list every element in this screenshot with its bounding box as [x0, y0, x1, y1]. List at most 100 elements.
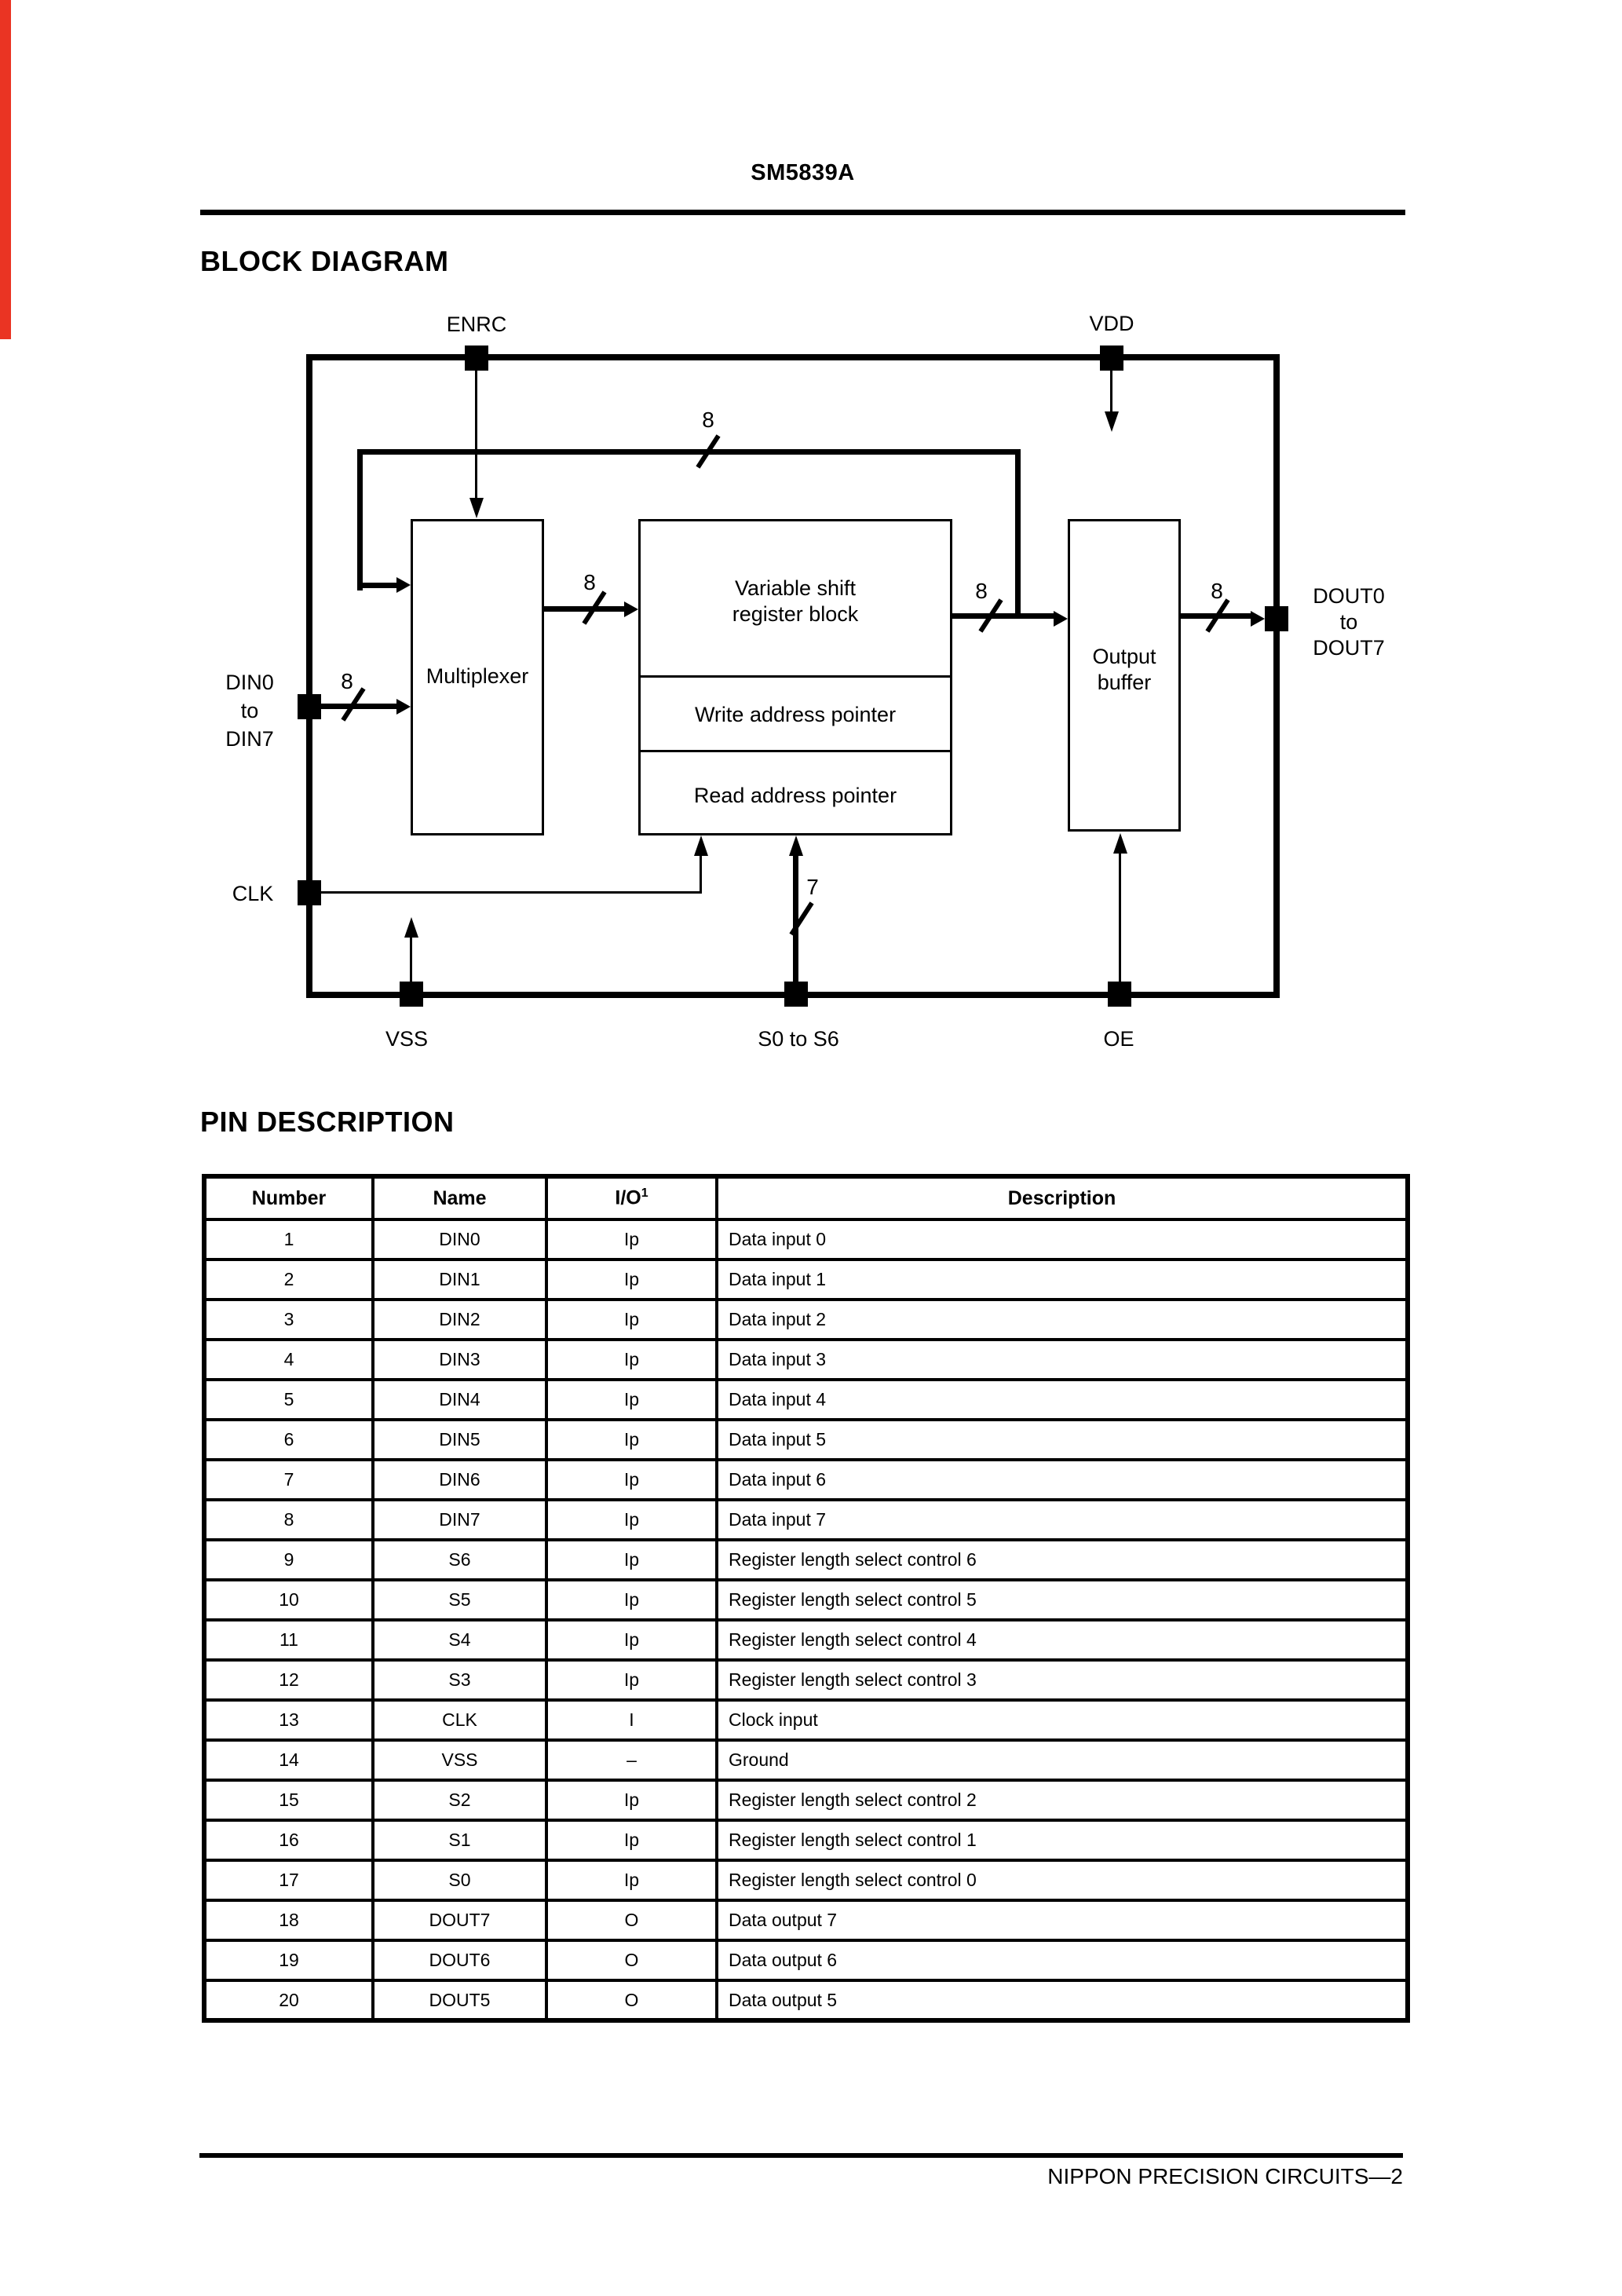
output-buffer-label: Output buffer — [1068, 644, 1181, 696]
cell-io: Ip — [545, 1338, 718, 1381]
din-label-line3: DIN7 — [225, 727, 274, 751]
cell-io: Ip — [545, 1298, 718, 1341]
cell-number: 4 — [203, 1338, 374, 1381]
clk-wire-h — [311, 891, 701, 894]
pin-table-header-row: Number Name I/O1 Description — [203, 1175, 1409, 1221]
io-footnote-ref: 1 — [641, 1186, 648, 1201]
dout-pad — [1265, 606, 1288, 631]
cell-name: DIN6 — [371, 1458, 548, 1501]
enrc-wire — [475, 369, 477, 499]
cell-io: Ip — [545, 1618, 718, 1662]
block-diagram-heading: BLOCK DIAGRAM — [200, 245, 449, 277]
vdd-label: VDD — [1089, 312, 1134, 335]
write-pointer-label: Write address pointer — [694, 703, 897, 726]
vdd-arrowhead — [1105, 411, 1119, 432]
cell-number: 3 — [203, 1298, 374, 1341]
cell-io: Ip — [545, 1458, 718, 1501]
clk-arrowhead — [694, 835, 708, 856]
cell-name: DIN5 — [371, 1418, 548, 1461]
din-label: DIN0 to DIN7 — [196, 668, 303, 753]
dout-label-line2: to — [1339, 610, 1358, 634]
select-bus — [793, 854, 798, 983]
vss-wire — [410, 936, 412, 983]
feedback-bus-into-mux — [357, 583, 398, 588]
cell-io: Ip — [545, 1258, 718, 1301]
cell-description: Data input 5 — [715, 1418, 1409, 1461]
cell-io: Ip — [545, 1218, 718, 1261]
cell-io: Ip — [545, 1819, 718, 1862]
cell-name: DOUT6 — [371, 1939, 548, 1982]
cell-number: 6 — [203, 1418, 374, 1461]
cell-description: Register length select control 4 — [715, 1618, 1409, 1662]
cell-io: I — [545, 1698, 718, 1742]
oe-wire — [1119, 852, 1121, 983]
multiplexer-box — [411, 519, 544, 835]
cell-description: Data input 0 — [715, 1218, 1409, 1261]
cell-number: 12 — [203, 1658, 374, 1702]
select-label: S0 to S6 — [758, 1027, 839, 1051]
dout-label-line3: DOUT7 — [1313, 636, 1385, 660]
vsr-divider-1 — [641, 675, 950, 678]
col-header-name: Name — [371, 1175, 548, 1221]
enrc-arrowhead — [469, 498, 484, 518]
mux-vsr-arrowhead — [624, 601, 638, 617]
cell-name: S0 — [371, 1859, 548, 1902]
feedback-bus-width: 8 — [702, 408, 714, 432]
cell-description: Register length select control 0 — [715, 1859, 1409, 1902]
cell-name: S2 — [371, 1779, 548, 1822]
cell-io: Ip — [545, 1498, 718, 1541]
cell-number: 1 — [203, 1218, 374, 1261]
output-buffer-label-line1: Output — [1092, 645, 1156, 668]
cell-name: DIN2 — [371, 1298, 548, 1341]
cell-io: Ip — [545, 1378, 718, 1421]
cell-name: S6 — [371, 1538, 548, 1581]
vdd-pad — [1100, 345, 1123, 371]
enrc-label: ENRC — [446, 313, 507, 336]
output-buffer-box — [1068, 519, 1181, 832]
cell-name: CLK — [371, 1698, 548, 1742]
cell-name: S5 — [371, 1578, 548, 1621]
cell-number: 7 — [203, 1458, 374, 1501]
cell-description: Register length select control 2 — [715, 1779, 1409, 1822]
feedback-bus-left — [357, 449, 363, 590]
vsr-label-line2: register block — [732, 602, 859, 626]
mux-vsr-bus-width: 8 — [583, 570, 596, 594]
cell-number: 10 — [203, 1578, 374, 1621]
multiplexer-label: Multiplexer — [426, 664, 529, 688]
din-bus-width: 8 — [341, 669, 353, 693]
cell-description: Register length select control 6 — [715, 1538, 1409, 1581]
vsr-buffer-arrowhead — [1054, 611, 1068, 627]
vsr-divider-2 — [641, 750, 950, 752]
cell-number: 13 — [203, 1698, 374, 1742]
cell-number: 11 — [203, 1618, 374, 1662]
cell-name: DIN1 — [371, 1258, 548, 1301]
cell-number: 8 — [203, 1498, 374, 1541]
cell-io: Ip — [545, 1538, 718, 1581]
dout-arrowhead — [1251, 611, 1265, 627]
cell-description: Data output 5 — [715, 1979, 1409, 2022]
page-title: SM5839A — [751, 160, 855, 185]
mux-vsr-bus — [544, 606, 624, 612]
cell-io: O — [545, 1979, 718, 2022]
cell-name: S1 — [371, 1819, 548, 1862]
red-edge-stripe — [0, 0, 11, 339]
pin-description-heading: PIN DESCRIPTION — [200, 1106, 455, 1138]
oe-pad — [1108, 982, 1131, 1007]
footer-rule — [199, 2153, 1403, 2158]
cell-description: Data input 3 — [715, 1338, 1409, 1381]
cell-name: S3 — [371, 1658, 548, 1702]
cell-description: Register length select control 3 — [715, 1658, 1409, 1702]
cell-io: Ip — [545, 1578, 718, 1621]
dout-bus-width: 8 — [1211, 579, 1223, 603]
din-arrowhead — [396, 699, 411, 715]
